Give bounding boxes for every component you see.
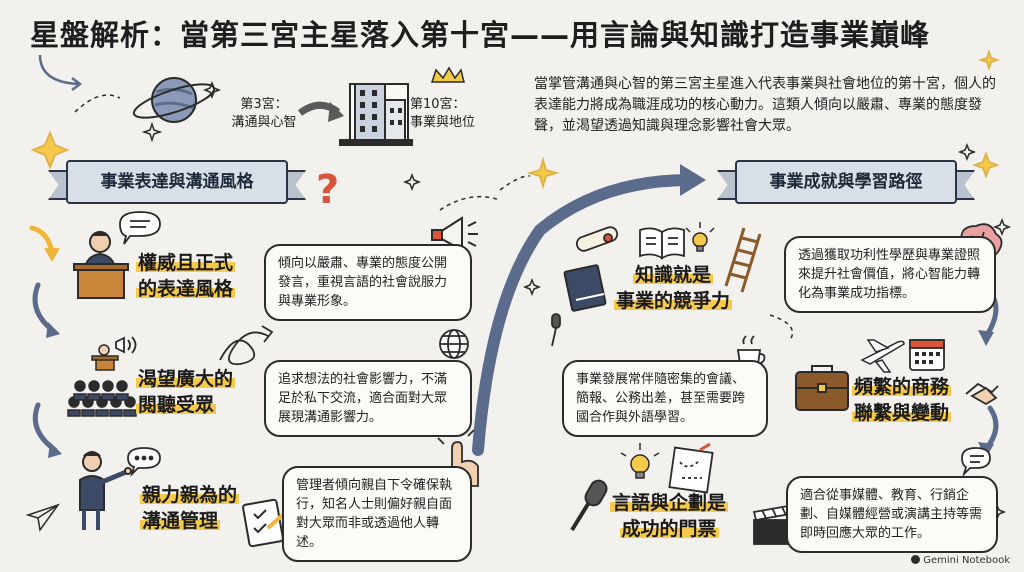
- planet-icon: [132, 77, 216, 123]
- right-item-3-description: 適合從事媒體、教育、行銷企劃、自媒體經營或演講主持等需即時回應大眾的工作。: [786, 476, 998, 553]
- speaker-podium-icon: [73, 231, 129, 299]
- plan-document-icon: [668, 442, 714, 494]
- idea-bulb-icon: [620, 443, 660, 479]
- left-item-1-heading-line2: 的表達風格: [136, 278, 236, 300]
- lightbulb-icon: [685, 222, 715, 252]
- left-item-3-heading-line2: 溝通管理: [140, 510, 221, 532]
- right-item-3-heading-line2: 成功的門票: [619, 518, 719, 540]
- right-item-2-heading-line2: 聯繫與變動: [852, 402, 952, 424]
- book-icon: [563, 264, 607, 312]
- diploma-icon: [575, 226, 619, 252]
- chat-bubble-right-icon: [961, 447, 991, 478]
- left-item-2-heading-line2: 閱聽受眾: [136, 394, 217, 416]
- calendar-icon: [909, 339, 945, 371]
- house-10-subtitle: 事業與地位: [410, 115, 476, 130]
- notebook-logo-icon: [911, 555, 921, 564]
- globe-icon: [439, 329, 469, 359]
- building-icon: [339, 83, 413, 146]
- right-section-banner: 事業成就與學習路徑: [735, 160, 957, 204]
- left-item-2-heading: 渴望廣大的 閱聽受眾: [136, 366, 236, 418]
- left-item-3-heading: 親力親為的 溝通管理: [140, 482, 240, 534]
- left-item-1-description: 傾向以嚴肅、專業的態度公開發言，重視言語的社會說服力與專業形象。: [264, 244, 472, 321]
- right-item-3-heading-line1: 言語與企劃是: [610, 492, 729, 514]
- audience-icon: [67, 344, 137, 417]
- right-item-2-heading-line1: 頻繁的商務: [852, 376, 952, 398]
- handshake-icon: [965, 382, 999, 406]
- left-item-3-description: 管理者傾向親自下令確保執行，知名人士則偏好親自面對大眾而非或透過他人轉述。: [282, 466, 472, 562]
- left-item-2-heading-line1: 渴望廣大的: [136, 368, 236, 390]
- house-3-title: 第3宮：: [240, 97, 288, 112]
- question-mark-icon: ?: [316, 167, 339, 213]
- right-item-2-heading: 頻繁的商務 聯繫與變動: [852, 374, 952, 426]
- house-3-subtitle: 溝通與心智: [231, 115, 297, 130]
- left-item-1-heading-line1: 權威且正式: [136, 252, 236, 274]
- page-title: 星盤解析：當第三宮主星落入第十宮——用言論與知識打造事業巔峰: [30, 18, 931, 52]
- house-10-label: 第10宮： 事業與地位: [410, 96, 486, 132]
- left-section-banner: 事業表達與溝通風格: [66, 160, 288, 204]
- house-3-label: 第3宮： 溝通與心智: [224, 96, 304, 132]
- right-item-1-heading-line2: 事業的競爭力: [614, 290, 733, 312]
- right-item-1-heading: 知識就是 事業的競爭力: [614, 262, 733, 314]
- intro-paragraph: 當掌管溝通與心智的第三宮主星進入代表事業與社會地位的第十宮，個人的表達能力將成為…: [534, 76, 996, 134]
- airplane-icon: [860, 339, 905, 373]
- paper-plane-icon: [25, 503, 60, 532]
- briefcase-icon: [795, 365, 849, 411]
- stage-microphone-icon: [570, 479, 608, 532]
- microphone-icon: [551, 313, 561, 347]
- left-item-1-heading: 權威且正式 的表達風格: [136, 250, 236, 302]
- open-book-icon: [639, 227, 685, 260]
- speech-bubble-icon: [119, 211, 161, 245]
- ladder-icon: [724, 227, 762, 293]
- house-10-title: 第10宮：: [410, 97, 466, 112]
- footer-brand: Gemini Notebook: [911, 555, 1010, 566]
- right-item-1-description: 透過獲取功利性學歷與專業證照來提升社會價值，將心智能力轉化為事業成功指標。: [784, 236, 996, 313]
- manager-pointing-icon: [79, 451, 132, 530]
- footer-text: Gemini Notebook: [923, 555, 1010, 566]
- crown-icon: [430, 66, 465, 83]
- speaker-sound-icon: [115, 336, 137, 354]
- right-item-2-description: 事業發展常伴隨密集的會議、簡報、公務出差，甚至需要跨國合作與外語學習。: [562, 360, 768, 437]
- right-item-1-heading-line1: 知識就是: [633, 264, 714, 286]
- right-item-3-heading: 言語與企劃是 成功的門票: [610, 490, 729, 542]
- left-item-3-heading-line1: 親力親為的: [140, 484, 240, 506]
- left-item-2-description: 追求想法的社會影響力，不滿足於私下交流，適合面對大眾展現溝通影響力。: [264, 360, 472, 437]
- sparkle-icon: [30, 48, 1001, 190]
- chat-bubble-icon: [127, 447, 161, 478]
- growth-arrow-icon: [472, 174, 696, 456]
- clapperboard-icon: [752, 504, 792, 545]
- clipboard-icon: [242, 498, 288, 548]
- curved-arrow-icon: [38, 54, 79, 86]
